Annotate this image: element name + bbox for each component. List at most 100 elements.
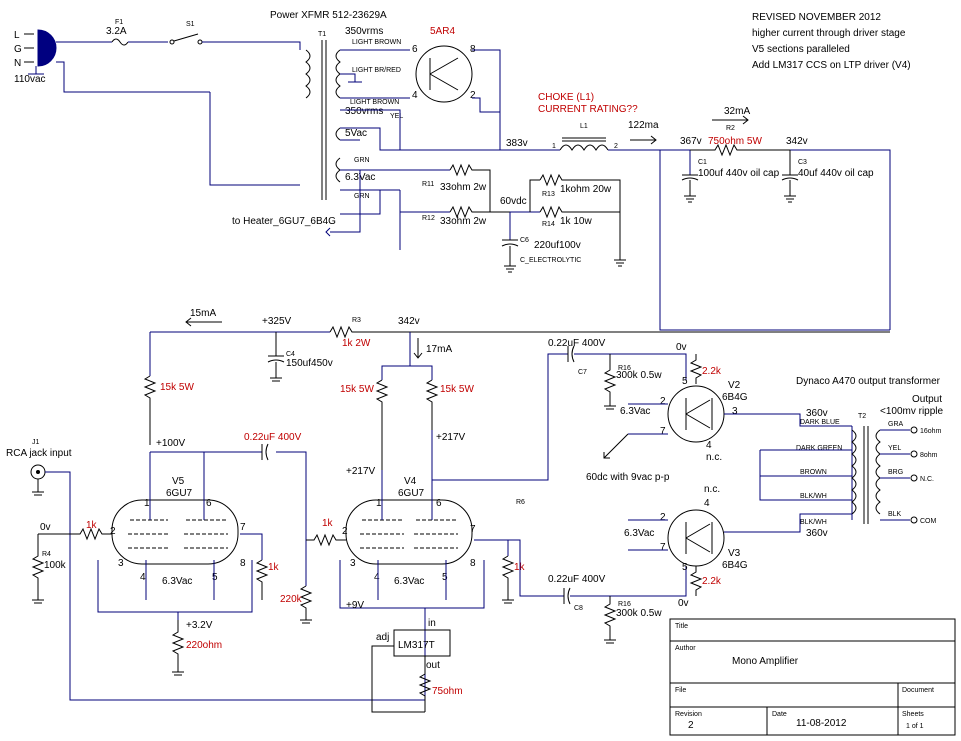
b342-label: 342v <box>786 136 808 147</box>
choke-l1-coil <box>559 144 609 151</box>
power-supply-section: Power XFMR 512-23629A L G N 110vac F1 3.… <box>14 10 891 331</box>
r3-ref: R3 <box>352 317 361 324</box>
r75-resistor <box>371 645 432 713</box>
r11-ref: R11 <box>422 181 434 188</box>
v2-pin2: 2 <box>660 396 666 407</box>
r1k-v5-value: 1k <box>268 562 280 573</box>
t1-primary-coil <box>305 49 311 99</box>
c7-value: 0.22uF 400V <box>548 338 606 349</box>
c7-ref: C7 <box>578 369 587 376</box>
r11-value: 33ohm 2w <box>440 182 487 193</box>
rca-label: RCA jack input <box>6 448 72 459</box>
r22a-value: 2.2k <box>702 366 722 377</box>
rect-pin6: 6 <box>412 44 418 55</box>
sheets-value: 1 of 1 <box>906 723 924 730</box>
tap-8ohm: 8ohm <box>920 452 938 459</box>
output-section: 0.22uF 400V C7 0v R16 300k 0.5w 2.2k V2 … <box>508 338 944 644</box>
r13-ref: R13 <box>542 191 555 198</box>
title-value: Mono Amplifier <box>732 656 799 667</box>
v4-pin5: 5 <box>442 572 448 583</box>
rect-pin4: 4 <box>412 90 418 101</box>
c022-value: 0.22uF 400V <box>244 432 302 443</box>
c4-capacitor <box>267 332 285 382</box>
v3-ref: V3 <box>728 548 741 559</box>
wire-grn2: GRN <box>354 193 370 200</box>
r15k-a-value: 15k 5W <box>160 382 194 393</box>
r3-value: 1k 2W <box>342 338 371 349</box>
heater-feed <box>325 170 381 237</box>
r2-value: 750ohm 5W <box>708 136 762 147</box>
v5-pin1: 1 <box>144 498 150 509</box>
revision-line-4: Add LM317 CCS on LTP driver (V4) <box>752 60 911 71</box>
r1k-in-value: 1k <box>86 520 98 531</box>
rectifier-5ar4-tube <box>415 45 473 103</box>
lm-adj-label: adj <box>376 632 389 643</box>
lm-out-label: out <box>426 660 440 671</box>
c1-ref: C1 <box>698 159 707 166</box>
b360b-label: 360v <box>806 528 828 539</box>
v5-pin8: 8 <box>240 558 246 569</box>
b342d-label: 342v <box>398 316 420 327</box>
wire-gra: GRA <box>888 421 904 428</box>
r6-ref: R6 <box>516 499 525 506</box>
b32-label: +3.2V <box>186 620 213 631</box>
v5-pin3: 3 <box>118 558 124 569</box>
c6-value: 220uf100v <box>534 240 581 251</box>
r14-ref: R14 <box>542 221 555 228</box>
wire-brg: BRG <box>888 469 903 476</box>
v3-pin4: 4 <box>704 498 710 509</box>
t2-ref: T2 <box>858 413 866 420</box>
wire-grn1: GRN <box>354 157 370 164</box>
author-label: Author <box>675 645 696 652</box>
choke-ref: L1 <box>580 123 588 130</box>
hv-bot-label: 350vrms <box>345 106 383 117</box>
i17-label: 17mA <box>426 344 452 355</box>
choke-note-2: CURRENT RATING?? <box>538 104 638 115</box>
r14-resistor <box>529 179 620 219</box>
i122-arrow <box>630 135 657 145</box>
c3-capacitor <box>781 150 799 196</box>
j1-ref: J1 <box>32 439 40 446</box>
hv-secondary-wires <box>340 49 410 150</box>
v2-ref: V2 <box>728 380 741 391</box>
v5-ref: V5 <box>172 476 185 487</box>
choke-note-1: CHOKE (L1) <box>538 92 594 103</box>
revision-line-2: higher current through driver stage <box>752 28 906 39</box>
revision-line-1: REVISED NOVEMBER 2012 <box>752 12 881 23</box>
power-xfmr-title: Power XFMR 512-23629A <box>270 10 387 21</box>
mains-label: 110vac <box>14 74 46 85</box>
r12-resistor <box>449 205 510 219</box>
r1k-mid-resistor <box>306 533 346 547</box>
tap-nc: N.C. <box>920 476 934 483</box>
v2-pin5: 5 <box>682 376 688 387</box>
r2-resistor <box>690 143 790 157</box>
hv-top-label: 350vrms <box>345 26 383 37</box>
revision-note: REVISED NOVEMBER 2012 higher current thr… <box>752 12 911 71</box>
c7-capacitor <box>567 345 575 363</box>
r16b-value: 300k 0.5w <box>616 608 662 619</box>
wire-yel: YEL <box>888 445 901 452</box>
v2-pin4: 4 <box>706 440 712 451</box>
t2-primary-coil <box>851 429 857 515</box>
choke-pin1: 1 <box>552 143 556 150</box>
t2-core <box>863 426 869 524</box>
r22a-resistor <box>689 354 703 384</box>
plug-l-label: L <box>14 30 20 41</box>
v2-6b4g-tube <box>667 385 725 443</box>
r22b-value: 2.2k <box>702 576 722 587</box>
doc-label: Document <box>902 687 934 694</box>
r12-ref: R12 <box>422 215 435 222</box>
t1-5v-winding <box>335 127 341 141</box>
v5-pin7: 7 <box>240 522 246 533</box>
choke-pin2: 2 <box>614 143 618 150</box>
v4-tube <box>345 499 473 565</box>
t1-core <box>321 40 327 200</box>
title-block: Title Author Mono Amplifier File Documen… <box>669 618 956 736</box>
r4-ref: R4 <box>42 551 51 558</box>
c6-note: C_ELECTROLYTIC <box>520 257 581 264</box>
r4-resistor <box>31 534 45 604</box>
t1-hv-secondary <box>335 49 341 99</box>
v2-heater-label: 6.3Vac <box>620 406 650 417</box>
v4-pin7: 7 <box>470 524 476 535</box>
